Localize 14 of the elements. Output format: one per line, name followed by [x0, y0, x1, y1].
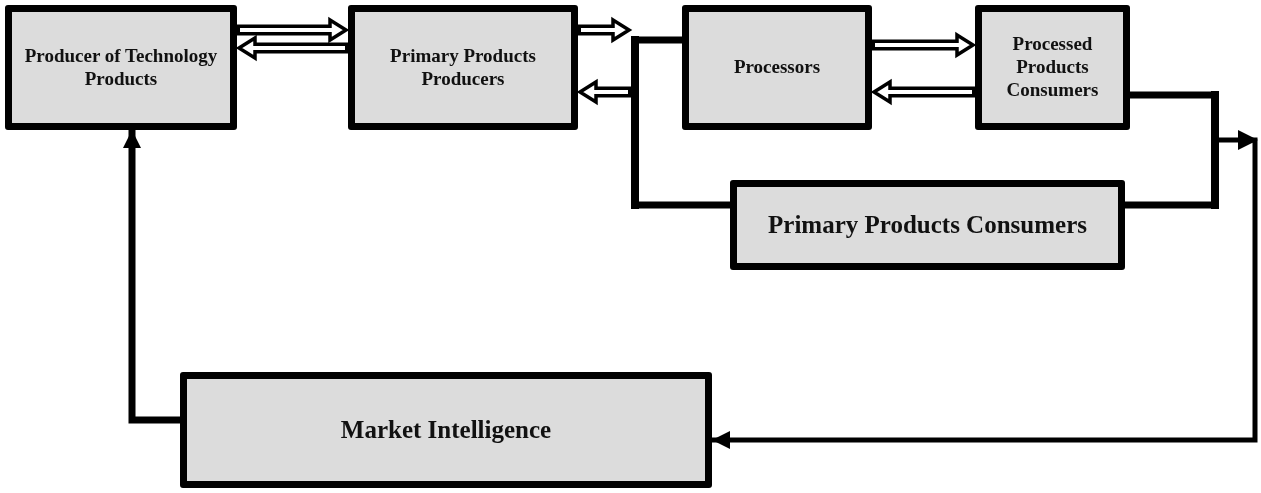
- node-label: Processors: [732, 56, 822, 79]
- node-label: Primary Products Producers: [389, 44, 537, 91]
- node-label: Primary Products Consumers: [767, 210, 1088, 240]
- bracket-bar: [1211, 91, 1219, 209]
- process-box: [975, 5, 1130, 130]
- node-label: Processed Products Consumers: [1005, 33, 1100, 102]
- process-box: [180, 372, 712, 488]
- node-label: Producer of Technology Products: [23, 44, 219, 91]
- process-box: [682, 5, 872, 130]
- process-box: [730, 180, 1125, 270]
- process-box: [348, 5, 578, 130]
- node-label: Market Intelligence: [339, 415, 553, 445]
- process-box: [5, 5, 237, 130]
- bracket-bar: [631, 36, 639, 209]
